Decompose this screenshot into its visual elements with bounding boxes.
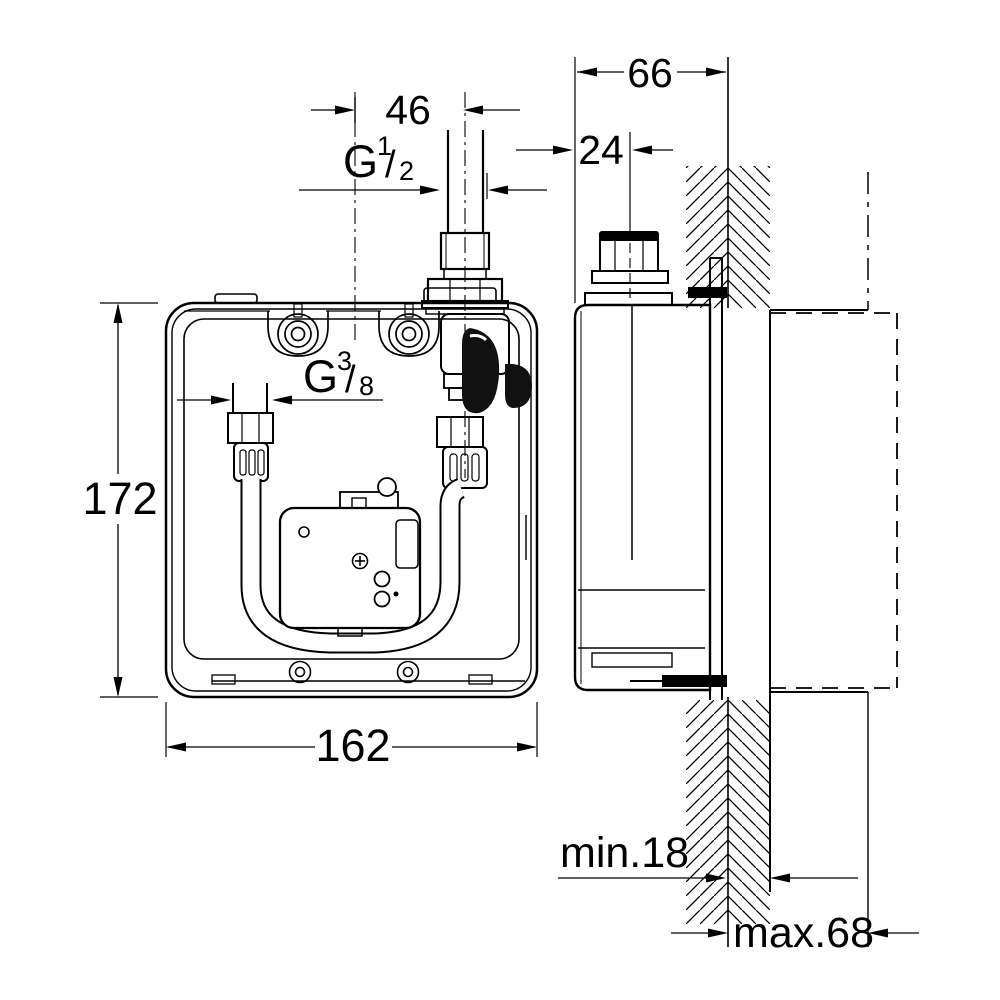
dim-max68: [671, 928, 919, 938]
dim-66: [574, 57, 726, 303]
mounting-box-outline: [164, 287, 539, 699]
bottom-screws: [288, 660, 420, 684]
dim-66-label: 66: [627, 50, 673, 96]
dim-g38: [177, 395, 383, 405]
supply-hose-loop: [240, 478, 466, 654]
mounting-lug-right: [378, 303, 440, 357]
front-dimensions: [100, 97, 547, 757]
top-tab: [214, 293, 258, 304]
dimension-labels: 46 G 1 / 2 G 3 / 8 172 162 66 24 min.18 …: [82, 50, 874, 957]
sleeve-max-extension-dashed: [770, 312, 898, 689]
dim-max68-label: max.68: [733, 909, 874, 957]
dim-162: [165, 702, 538, 757]
dim-162-label: 162: [315, 720, 390, 771]
shutoff-valve-lever: [462, 328, 500, 414]
wall-seal-bottom: [662, 675, 727, 687]
side-dimensions: [516, 57, 919, 938]
plaster-sleeve: [769, 172, 898, 947]
dim-g12: [299, 173, 547, 199]
wall-section-lower: [686, 700, 770, 924]
dim-46: [311, 97, 520, 123]
hose-corrugation-right: [442, 446, 488, 489]
hose-nut-left: [227, 412, 274, 444]
pipe-boss: [423, 287, 497, 304]
dim-24-label: 24: [578, 127, 624, 173]
dim-g12-label: G 1 / 2: [343, 131, 414, 187]
mounting-lug-left: [267, 303, 329, 357]
foot-tab-right: [468, 674, 493, 685]
control-unit: [278, 477, 422, 637]
front-view: [164, 92, 539, 699]
hose-fitting-left: [227, 383, 274, 482]
box-side-profile: [573, 303, 712, 692]
dim-172-label: 172: [82, 473, 157, 524]
foot-tab-left: [211, 674, 236, 685]
connector-port-1: [373, 570, 391, 588]
housing-screw: [298, 526, 310, 538]
dim-172: [100, 302, 158, 698]
dim-g38-label: G 3 / 8: [303, 346, 374, 402]
dim-46-label: 46: [385, 87, 431, 133]
dim-24: [516, 132, 673, 300]
dim-min18: [558, 873, 858, 883]
dim-min18-label: min.18: [560, 829, 689, 877]
mounting-plate: [630, 257, 727, 700]
lever-tip: [505, 363, 532, 408]
side-inlet-fitting: [584, 231, 673, 306]
wall-seal-top: [688, 287, 727, 298]
shutoff-valve: [436, 313, 532, 489]
hose-nut-right: [436, 416, 484, 448]
inlet-pipe: [421, 130, 509, 315]
sensor-ball: [377, 477, 397, 497]
side-view: [516, 57, 919, 947]
protection-cap: [599, 231, 659, 241]
connector-port-2: [373, 590, 391, 608]
phillips-screw: [351, 552, 369, 570]
